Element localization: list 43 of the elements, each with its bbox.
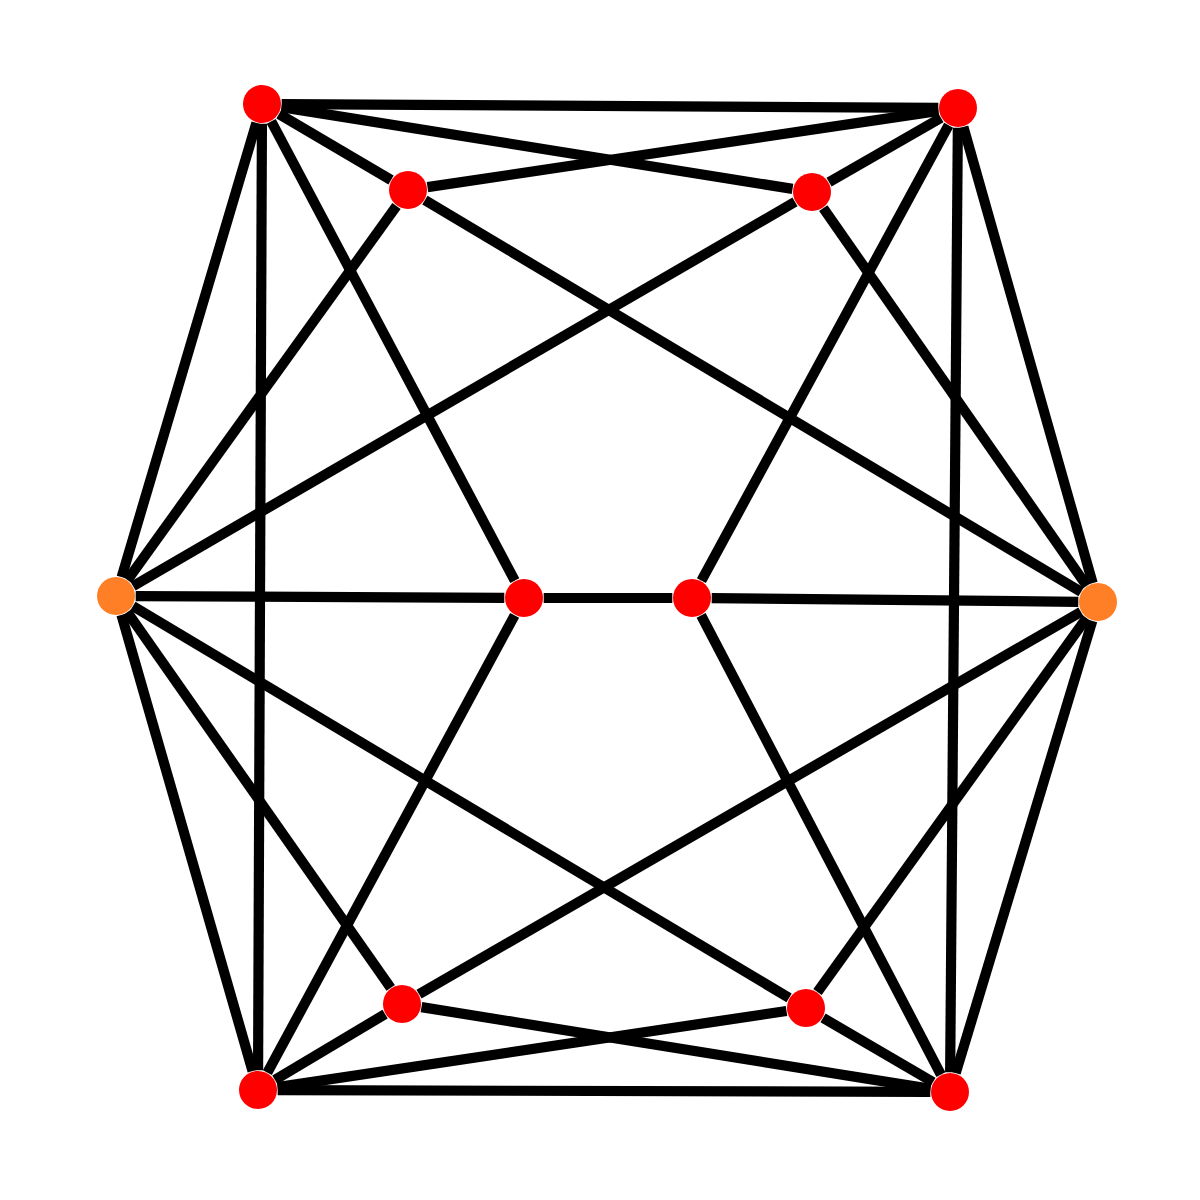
edge-line <box>276 109 394 185</box>
edge-line <box>116 613 258 1073</box>
vertex-dot <box>1079 583 1117 621</box>
edge-line <box>116 121 262 579</box>
edge-line <box>123 203 401 583</box>
edge-line <box>813 615 1091 995</box>
edge-line <box>543 592 673 604</box>
edge-line <box>262 612 520 1076</box>
vertex-dot <box>97 577 135 615</box>
vertex-dot <box>673 579 711 617</box>
edge-line <box>266 119 520 583</box>
vertex-dot <box>793 173 831 211</box>
vertex-dot <box>505 579 543 617</box>
edge-line <box>711 593 1079 607</box>
edge-line <box>276 1005 788 1093</box>
edge-line <box>958 125 1098 585</box>
edge-line <box>280 102 794 194</box>
vertex-dot <box>389 171 427 209</box>
edge-line <box>950 619 1098 1075</box>
vertex-dot <box>787 989 825 1027</box>
edge-line <box>820 1013 936 1087</box>
edge-line <box>135 591 505 603</box>
edge-line <box>420 1002 932 1094</box>
edge-line <box>696 613 946 1077</box>
vertex-dot <box>931 1073 969 1111</box>
edge-line <box>426 105 940 193</box>
edge-line <box>123 609 395 991</box>
edge-line <box>416 607 1084 999</box>
edge-line <box>130 197 798 591</box>
vertex-dot <box>939 89 977 127</box>
edge-line <box>826 113 944 187</box>
edge-line <box>272 1009 388 1085</box>
edge-line <box>130 601 792 1003</box>
edge-line <box>696 122 954 584</box>
edge-line <box>422 195 1084 597</box>
edge-line <box>945 127 963 1073</box>
edge-line <box>277 1084 931 1098</box>
vertex-dot <box>239 1071 277 1109</box>
vertex-dot <box>383 985 421 1023</box>
edge-line <box>819 205 1091 589</box>
edge-line <box>253 123 267 1071</box>
edge-line <box>281 99 939 113</box>
vertex-dot <box>243 85 281 123</box>
